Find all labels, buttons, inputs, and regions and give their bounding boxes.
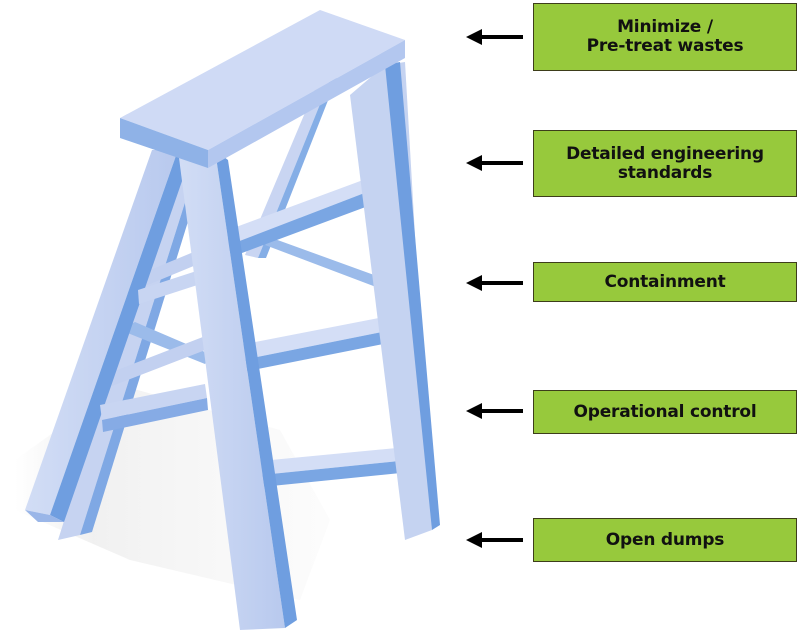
arrow-2 <box>466 155 523 171</box>
arrow-1 <box>466 29 523 45</box>
label-line: Detailed engineering <box>566 143 764 164</box>
label-containment: Containment <box>533 262 797 302</box>
rung-3 <box>250 445 430 488</box>
label-minimize-pretreat-wastes: Minimize / Pre-treat wastes <box>533 3 797 71</box>
label-line: Operational control <box>573 401 757 422</box>
arrow-5 <box>466 532 523 548</box>
label-line: Open dumps <box>605 529 725 550</box>
back-left-leg <box>58 155 207 540</box>
top-step <box>120 10 405 168</box>
label-detailed-engineering-standards: Detailed engineering standards <box>533 130 797 197</box>
center-front-leg <box>178 150 297 630</box>
front-left-leg <box>25 150 190 522</box>
label-open-dumps: Open dumps <box>533 518 797 562</box>
arrow-3 <box>466 275 523 291</box>
label-line: Containment <box>604 271 726 292</box>
label-line: Pre-treat wastes <box>586 36 744 56</box>
rung-2 <box>240 312 413 372</box>
front-right-leg <box>350 62 440 540</box>
label-line: Minimize / <box>617 17 713 37</box>
rung-left-lower <box>100 384 208 432</box>
rung-1 <box>228 170 395 256</box>
arrow-4 <box>466 403 523 419</box>
label-line: standards <box>617 162 713 183</box>
label-operational-control: Operational control <box>533 390 797 434</box>
